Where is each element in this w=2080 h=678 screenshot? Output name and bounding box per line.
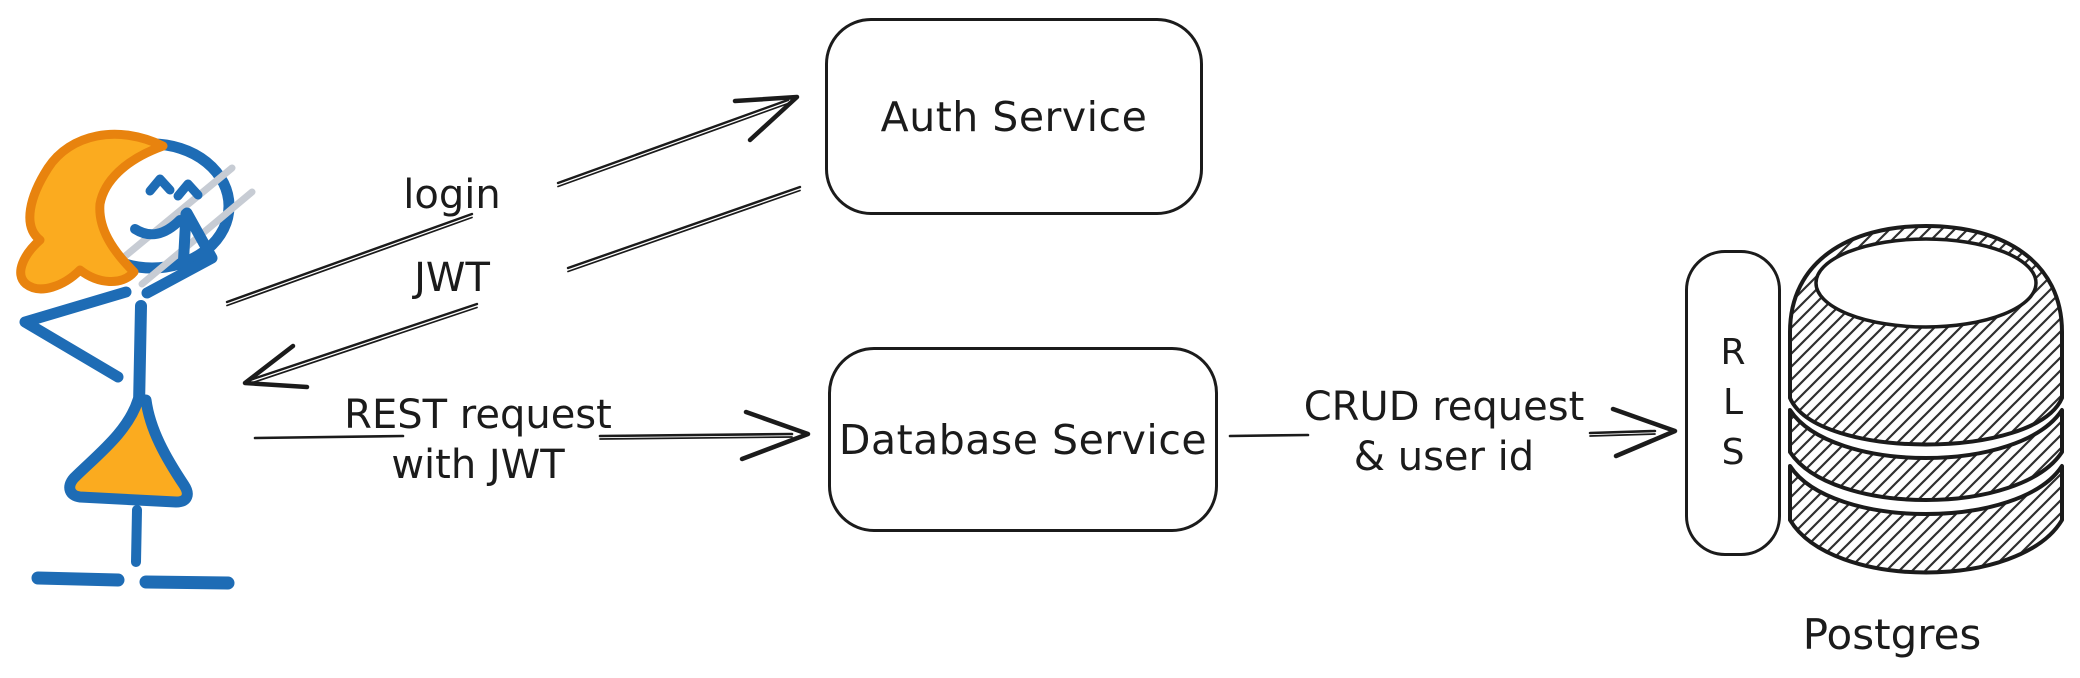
jwt-arrowhead [242, 343, 310, 390]
login-arrow [225, 94, 800, 307]
postgres-label: Postgres [1802, 610, 1982, 659]
rest-request-arrow [253, 409, 811, 462]
user-hand-on-chin [177, 208, 192, 276]
user-left-arm [19, 286, 132, 383]
user-torso [133, 300, 147, 412]
user-right-arm [141, 207, 218, 299]
user-leg [131, 505, 142, 567]
crud-request-arrow [1228, 406, 1678, 459]
login-arrow-label: login [403, 172, 501, 218]
stick-figure-user-icon [16, 129, 256, 590]
crud-request-arrow-label: CRUD request & user id [1304, 382, 1585, 482]
rls-node: R L S [1685, 250, 1781, 556]
database-top-opening [1814, 237, 2038, 329]
user-body-strokes [19, 174, 235, 590]
user-right-eye [173, 179, 203, 201]
auth-service-label: Auth Service [880, 92, 1148, 141]
rls-letter: L [1722, 382, 1744, 423]
rest-request-label-line1: REST request [344, 392, 612, 438]
crud-request-label-line1: CRUD request [1303, 384, 1585, 430]
database-cylinder-icon [1788, 224, 2064, 575]
rest-request-arrow-label: REST request with JWT [344, 390, 612, 490]
rls-letter: R [1720, 332, 1746, 373]
rest-request-label-line2: with JWT [391, 442, 565, 488]
rest-arrowhead [739, 409, 811, 462]
user-hair [16, 129, 168, 294]
user-left-eye [145, 174, 175, 196]
jwt-arrow [242, 185, 802, 390]
user-skirt [64, 394, 193, 508]
user-left-foot [31, 571, 125, 587]
database-service-label: Database Service [838, 415, 1208, 464]
jwt-arrow-label: JWT [414, 255, 490, 301]
database-service-node: Database Service [828, 347, 1218, 532]
crud-arrowhead [1610, 406, 1678, 459]
user-right-foot [139, 575, 235, 590]
auth-service-node: Auth Service [825, 18, 1203, 215]
crud-request-label-line2: & user id [1353, 434, 1535, 480]
user-smile [130, 215, 185, 240]
database-middle-disk [1788, 408, 2064, 502]
rls-letter: S [1721, 432, 1745, 473]
database-bottom-disk [1788, 464, 2064, 575]
arrows [225, 94, 1678, 462]
login-arrowhead [732, 94, 800, 143]
